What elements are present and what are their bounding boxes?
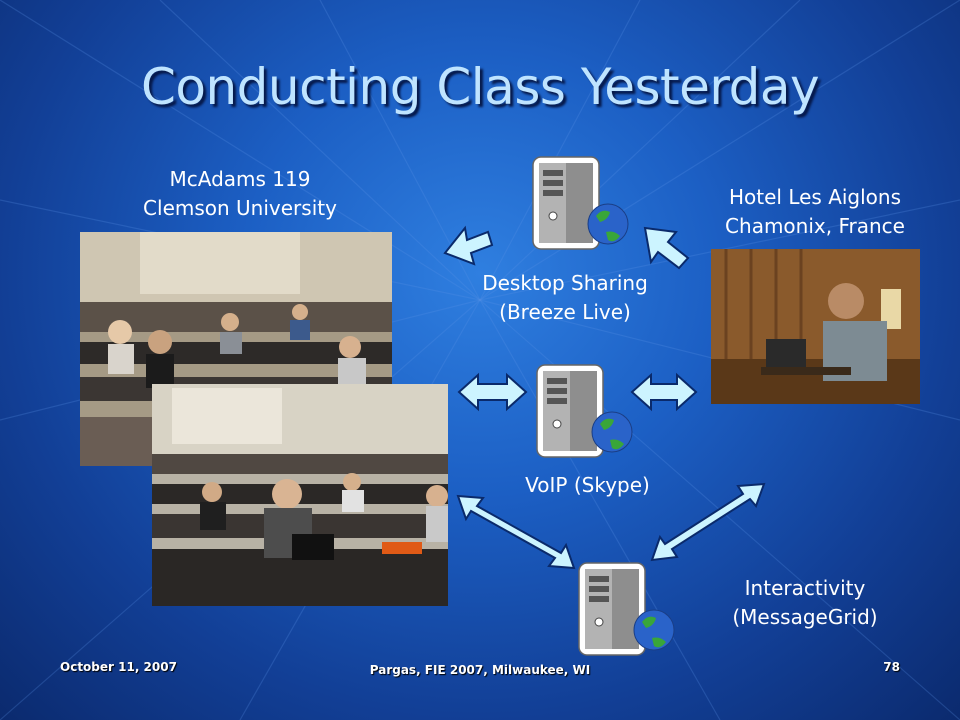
hotel-photo — [711, 249, 920, 404]
desktop-sharing-arrow-up — [643, 226, 690, 270]
desktop-sharing-server-icon — [526, 150, 632, 256]
interactivity-label: Interactivity (MessageGrid) — [732, 576, 878, 629]
classroom-label: McAdams 119 Clemson University — [143, 167, 337, 220]
voip-arrow-left — [457, 372, 528, 412]
footer-center: Pargas, FIE 2007, Milwaukee, WI — [369, 663, 591, 677]
voip-arrow-right — [630, 372, 698, 412]
slide-title: Conducting Class Yesterday — [140, 58, 820, 116]
voip-server-icon — [530, 358, 636, 464]
classroom-photo-2 — [152, 384, 448, 606]
desktop-sharing-arrow-left — [443, 225, 494, 266]
interactivity-server-icon — [572, 556, 678, 662]
interactivity-arrow-right — [650, 482, 766, 562]
footer-date: October 11, 2007 — [60, 660, 177, 674]
desktop-sharing-label: Desktop Sharing (Breeze Live) — [482, 271, 648, 324]
slide-number: 78 — [883, 660, 900, 674]
interactivity-arrow-left — [456, 494, 576, 570]
voip-label: VoIP (Skype) — [525, 473, 650, 497]
remote-location-label: Hotel Les Aiglons Chamonix, France — [725, 185, 905, 238]
